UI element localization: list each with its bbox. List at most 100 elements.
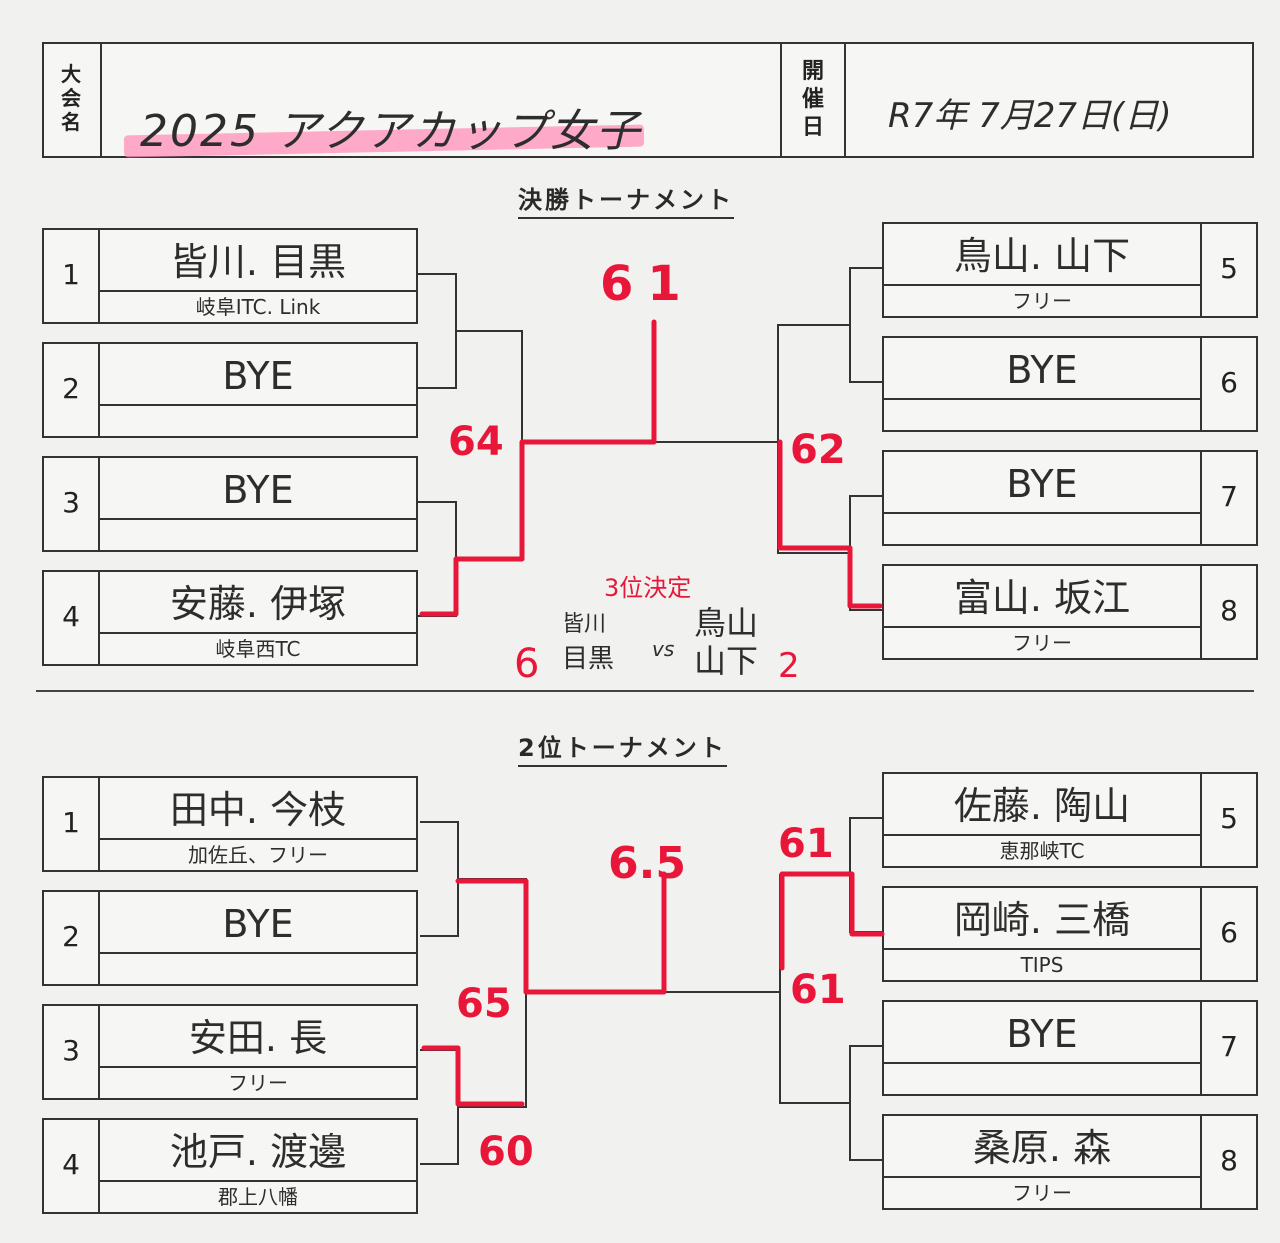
entry-divider (882, 1176, 1202, 1178)
entry-name: 鳥山. 山下 (953, 234, 1131, 278)
bracket-line (849, 267, 882, 383)
seed-cell (42, 570, 100, 666)
seed-number: 5 (1220, 802, 1238, 835)
bracket-line (418, 273, 457, 389)
bracket-line (418, 501, 457, 617)
second-final-score: 6.5 (608, 838, 686, 889)
section-divider (36, 690, 1254, 692)
third-right-name-2: 山下 (694, 642, 759, 680)
bracket-line (777, 324, 850, 554)
final-title: 決勝トーナメント (518, 180, 734, 219)
event-label-cell (42, 42, 102, 158)
entry-divider (882, 398, 1202, 400)
second-left-sub-score: 60 (478, 1129, 534, 1175)
event-date: R7年 7月27日(日) (888, 96, 1172, 136)
final-score: 61 (600, 256, 695, 312)
entry-box (882, 1114, 1202, 1210)
entry-name: BYE (222, 468, 294, 512)
seed-cell (1200, 1114, 1258, 1210)
entry-club: フリー (1012, 631, 1072, 655)
entry-club: 岐阜西TC (215, 637, 301, 661)
entry-name: BYE (1006, 348, 1078, 392)
entry-divider (882, 284, 1202, 286)
seed-number: 7 (1220, 480, 1238, 513)
seed-number: 1 (62, 806, 80, 839)
seed-number: 1 (62, 258, 80, 291)
final-right-semi-score: 62 (790, 427, 846, 473)
entry-name: BYE (1006, 462, 1078, 506)
entry-divider (882, 512, 1202, 514)
seed-number: 7 (1220, 1030, 1238, 1063)
bracket-line (456, 330, 523, 560)
entry-name: 安藤. 伊塚 (169, 582, 347, 626)
date-label: 開催日 (801, 59, 824, 140)
entry-name: 安田. 長 (188, 1016, 328, 1060)
entry-club: フリー (1012, 1181, 1072, 1205)
entry-divider (98, 518, 418, 520)
seed-cell (1200, 336, 1258, 432)
entry-name: 皆川. 目黒 (169, 240, 347, 284)
entry-name: BYE (222, 902, 294, 946)
entry-name: BYE (1006, 1012, 1078, 1056)
seed-number: 4 (62, 1148, 80, 1181)
seed-cell (1200, 222, 1258, 318)
third-left-name-2: 目黒 (562, 644, 615, 674)
second-right-top-score: 61 (778, 821, 834, 867)
third-place-title: 3位決定 (604, 574, 692, 602)
entry-name: 佐藤. 陶山 (953, 784, 1131, 828)
entry-club: フリー (228, 1071, 288, 1095)
entry-divider (882, 1062, 1202, 1064)
entry-box (98, 776, 418, 872)
winner-path (777, 439, 883, 609)
entry-box (882, 886, 1202, 982)
bracket-line (849, 817, 884, 933)
seed-number: 2 (62, 920, 80, 953)
entry-club: 郡上八幡 (218, 1185, 298, 1209)
entry-box (98, 456, 418, 552)
bracket-line (849, 495, 882, 611)
entry-box (98, 342, 418, 438)
second-title: 2位トーナメント (518, 728, 727, 767)
seed-number: 4 (62, 600, 80, 633)
winner-path (421, 1045, 525, 1107)
seed-number: 3 (62, 486, 80, 519)
entry-box (98, 570, 418, 666)
entry-box (98, 1004, 418, 1100)
entry-box (98, 1118, 418, 1214)
entry-name: 田中. 今枝 (169, 788, 347, 832)
seed-number: 6 (1220, 366, 1238, 399)
event-name: 2025 アクアカップ女子 (140, 106, 642, 157)
entry-box (882, 564, 1202, 660)
entry-box (882, 1000, 1202, 1096)
date-label-cell (780, 42, 846, 158)
third-vs: vs (652, 637, 675, 661)
winner-path (455, 871, 667, 995)
seed-cell (42, 776, 100, 872)
entry-divider (98, 1180, 418, 1182)
entry-club: 恵那峡TC (999, 839, 1085, 863)
entry-name: 池戸. 渡邊 (169, 1130, 347, 1174)
winner-path (419, 319, 657, 617)
third-right-score: 2 (778, 646, 800, 686)
bracket-line (420, 821, 459, 937)
entry-divider (98, 290, 418, 292)
entry-divider (98, 404, 418, 406)
entry-name: 岡崎. 三橋 (953, 898, 1131, 942)
seed-number: 5 (1220, 252, 1238, 285)
seed-number: 6 (1220, 916, 1238, 949)
entry-divider (98, 1066, 418, 1068)
entry-box (98, 890, 418, 986)
entry-club: TIPS (1020, 953, 1064, 977)
second-left-semi-score: 65 (456, 981, 512, 1027)
third-right-name-1: 鳥山 (694, 604, 759, 642)
bracket-line (779, 874, 850, 1104)
final-left-semi-score: 64 (448, 419, 504, 465)
seed-number: 2 (62, 372, 80, 405)
seed-cell (42, 1004, 100, 1100)
entry-name: 桑原. 森 (972, 1126, 1112, 1170)
bracket-line (849, 1045, 884, 1161)
bracket-line (458, 878, 527, 1108)
seed-number: 3 (62, 1034, 80, 1067)
seed-number: 8 (1220, 594, 1238, 627)
